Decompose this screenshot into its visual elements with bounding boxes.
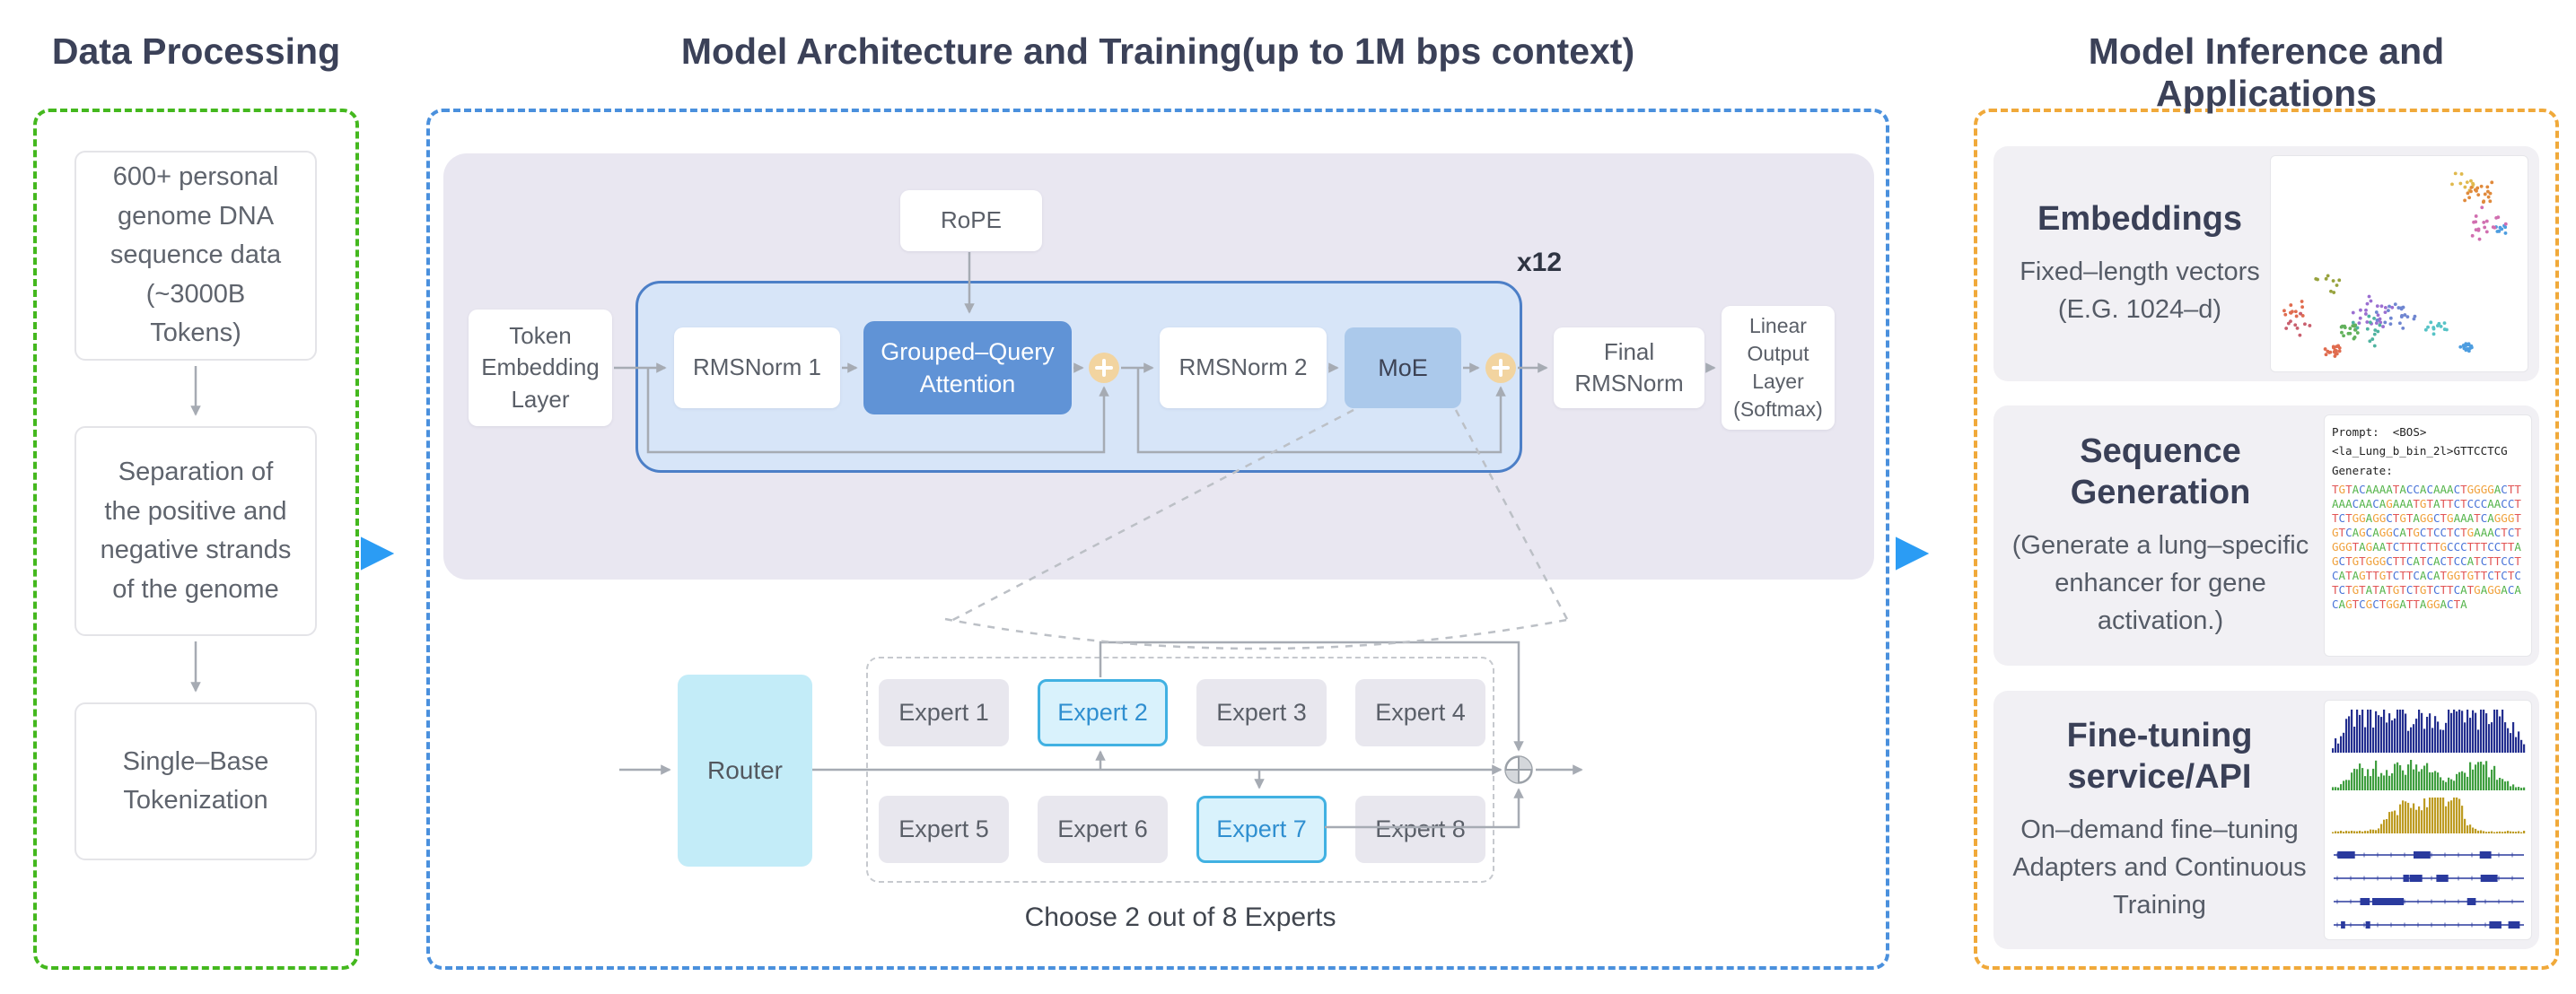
step-genome-data: 600+ personal genome DNA sequence data (… (74, 151, 317, 361)
inference-frame (1974, 109, 2559, 970)
fine-tuning-text: Fine-tuning service/API On–demand fine–t… (2002, 691, 2317, 949)
fine-tuning-card: Fine-tuning service/API On–demand fine–t… (1993, 691, 2539, 949)
token-embedding-box: Token Embedding Layer (469, 310, 612, 426)
sequence-output-panel: Prompt: <BOS> <la_Lung_b_bin_2l>GTTCCTCG… (2324, 414, 2532, 657)
scatter-plot (2282, 171, 2508, 358)
combine-icon (1504, 755, 1533, 784)
expert-box: Expert 4 (1355, 679, 1485, 746)
expert-box: Expert 1 (879, 679, 1009, 746)
architecture-frame (426, 109, 1889, 970)
bos-token: <BOS> (2392, 425, 2427, 439)
prompt-line: Prompt: <BOS> (2332, 423, 2524, 441)
card-title: Embeddings (2037, 200, 2243, 239)
expert-box: Expert 8 (1355, 796, 1485, 863)
card-description: Fixed–length vectors (E.G. 1024–d) (2020, 257, 2260, 324)
card-title: Fine-tuning service/API (2066, 717, 2253, 796)
card-description: On–demand fine–tuning Adapters and Conti… (2012, 815, 2307, 920)
grouped-query-attention-box: Grouped–Query Attention (863, 321, 1072, 414)
router-box: Router (678, 675, 812, 867)
prompt-token: <la_Lung_b_bin_2l>GTTCCTCG (2332, 444, 2508, 458)
sequence-generation-card: Sequence Generation (Generate a lung–spe… (1993, 405, 2539, 666)
expert-box: Expert 7 (1196, 796, 1327, 863)
rope-box: RoPE (900, 190, 1042, 251)
embedding-scatter-panel (2270, 155, 2528, 372)
expert-box: Expert 5 (879, 796, 1009, 863)
rmsnorm2-box: RMSNorm 2 (1160, 327, 1327, 408)
linear-output-box: Linear Output Layer (Softmax) (1722, 306, 1835, 430)
card-title: Sequence Generation (2070, 432, 2251, 511)
plus-icon (1089, 353, 1119, 383)
final-rmsnorm-box: Final RMSNorm (1554, 327, 1704, 408)
section-title-architecture: Model Architecture and Training(up to 1M… (680, 31, 1635, 72)
plus-icon (1485, 353, 1516, 383)
expert-box: Expert 2 (1038, 679, 1168, 746)
card-description: (Generate a lung–specific enhancer for g… (2011, 530, 2309, 635)
sequence-generation-text: Sequence Generation (Generate a lung–spe… (2006, 405, 2315, 666)
experts-caption: Choose 2 out of 8 Experts (1024, 902, 1336, 932)
section-title-inference: Model Inference and Applications (2088, 31, 2445, 114)
expert-box: Expert 3 (1196, 679, 1327, 746)
section-title-data-processing: Data Processing (51, 31, 341, 72)
embeddings-text: Embeddings Fixed–length vectors (E.G. 10… (2010, 146, 2270, 381)
genome-tracks-panel (2324, 700, 2532, 940)
prompt-label: Prompt: (2332, 425, 2379, 439)
step-tokenization: Single–Base Tokenization (74, 702, 317, 860)
generate-label: Generate: (2332, 463, 2393, 477)
expert-box: Expert 6 (1038, 796, 1168, 863)
step-strand-separation: Separation of the positive and negative … (74, 426, 317, 636)
experts-panel: Expert 1 Expert 2 Expert 3 Expert 4 Expe… (866, 657, 1494, 883)
rmsnorm1-box: RMSNorm 1 (674, 327, 840, 408)
data-processing-frame (33, 109, 359, 970)
repeat-count-label: x12 (1517, 248, 1563, 277)
generated-sequence: TGTACAAAATACCACAAACTGGGGACTTAAACAACAGAAA… (2332, 482, 2521, 611)
genome-browser-tracks (2332, 710, 2526, 929)
embeddings-card: Embeddings Fixed–length vectors (E.G. 10… (1993, 146, 2539, 381)
moe-box: MoE (1345, 327, 1461, 408)
